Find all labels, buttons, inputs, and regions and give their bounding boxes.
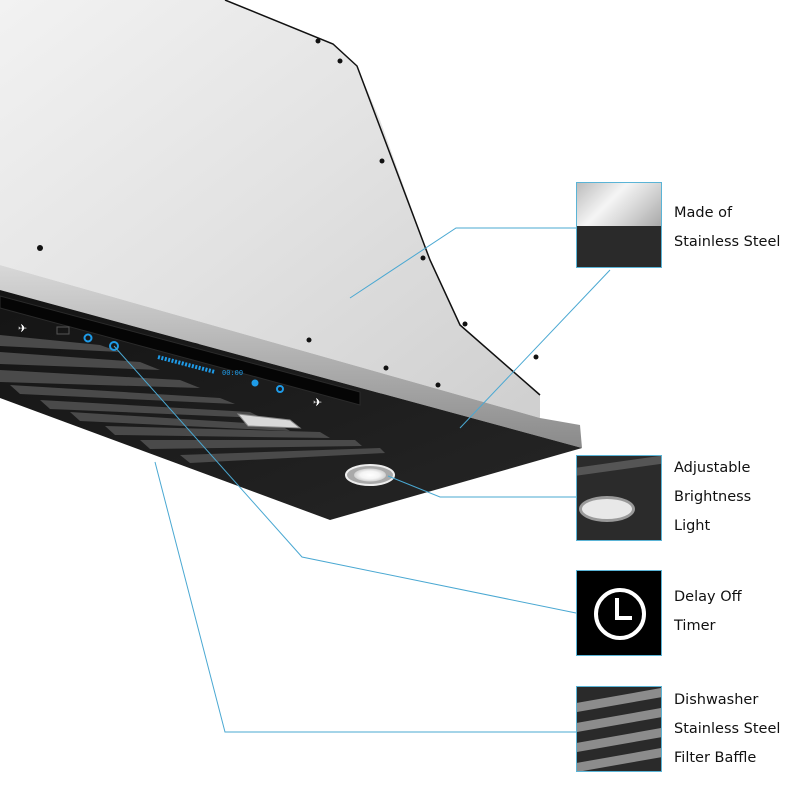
callout-light-text: Adjustable Brightness Light: [674, 454, 751, 541]
callout-steel-line-2: Stainless Steel: [674, 234, 781, 250]
callout-steel-text: Made of Stainless Steel: [674, 199, 780, 257]
callout-light-line-2: Brightness: [674, 489, 752, 505]
svg-text:✈: ✈: [313, 396, 322, 409]
filter-handle: [236, 413, 302, 429]
control-icons: ✈ 00:00 ✈: [18, 322, 322, 409]
light-icon: [276, 385, 284, 393]
callout-baffle-line-1: Dishwasher: [674, 692, 759, 708]
callout-leader-lines: [113, 227, 611, 733]
clock-icon-glyph: [594, 588, 646, 640]
callout-timer-line-1: Delay Off: [674, 589, 742, 605]
callout-light-line-3: Light: [674, 518, 711, 534]
callout-baffle-line-2: Stainless Steel: [674, 721, 781, 737]
fan-icon: [251, 379, 259, 387]
fan-speed-bar: [157, 355, 216, 374]
baffle-filters: [0, 335, 385, 463]
callout-timer-line-2: Timer: [674, 618, 716, 634]
led-light: [345, 464, 395, 486]
power-icon: [83, 333, 93, 343]
stainless-steel-swatch: [576, 182, 662, 268]
hood-front-lip: [0, 265, 582, 448]
callout-baffle-text: Dishwasher Stainless Steel Filter Baffle: [674, 686, 780, 773]
timer-icon: [109, 341, 119, 351]
control-panel-strip: [0, 295, 361, 406]
callout-steel-line-1: Made of: [674, 205, 733, 221]
svg-text:00:00: 00:00: [222, 369, 243, 377]
callout-light-line-1: Adjustable: [674, 460, 751, 476]
hood-underside: ✈ 00:00 ✈: [0, 290, 582, 520]
svg-text:✈: ✈: [18, 322, 27, 335]
led-light-thumbnail: [576, 455, 662, 541]
baffle-filter-thumbnail: [576, 686, 662, 772]
callout-baffle-line-3: Filter Baffle: [674, 750, 757, 766]
callout-timer-text: Delay Off Timer: [674, 583, 742, 641]
clock-icon: [576, 570, 662, 656]
